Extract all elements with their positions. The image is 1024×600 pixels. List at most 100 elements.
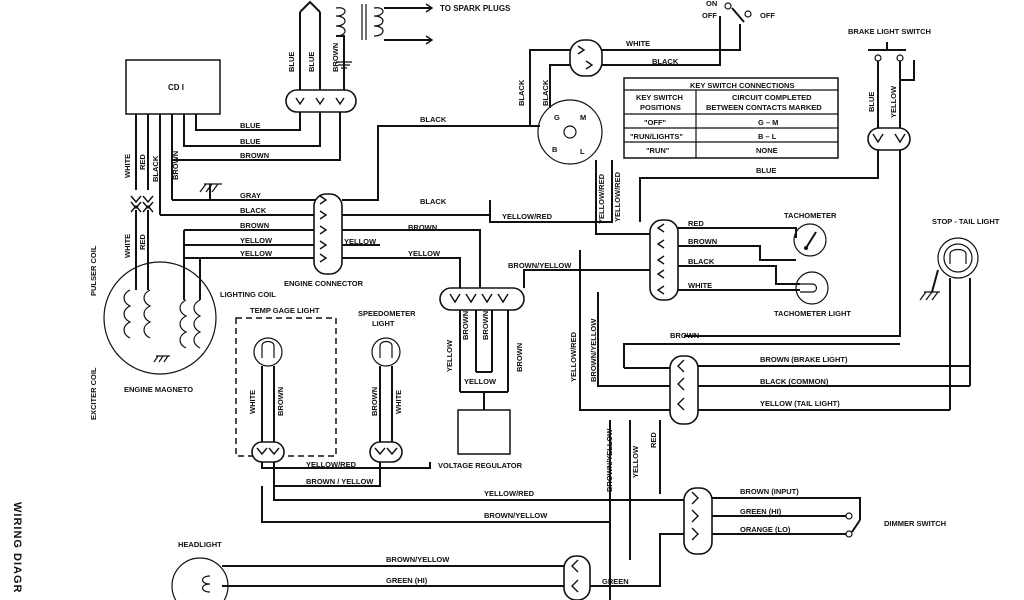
wire-label: RED <box>138 154 147 170</box>
tachometer <box>793 223 827 257</box>
wire-label: BROWN <box>461 311 470 340</box>
wire-label: YELLOW/RED <box>569 331 578 382</box>
wire-label: BLACK <box>240 206 267 215</box>
table-cell: G – M <box>758 118 778 127</box>
wire-label: YELLOW <box>240 236 273 245</box>
brake-switch-label: BRAKE LIGHT SWITCH <box>848 27 931 36</box>
wire-label: BROWN <box>688 237 717 246</box>
wire-label: BROWN <box>331 43 340 72</box>
svg-text:M: M <box>580 113 586 122</box>
tachometer-bulb <box>795 271 829 305</box>
cdi-label: CD I <box>168 83 184 92</box>
table-header: POSITIONS <box>640 103 681 112</box>
wire-label: GREEN (HI) <box>386 576 428 585</box>
spark-plugs-label: TO SPARK PLUGS <box>440 4 511 13</box>
wire-label: BLACK (COMMON) <box>760 377 829 386</box>
wire-label: GREEN (HI) <box>740 507 782 516</box>
wire-label: YELLOW <box>445 339 454 372</box>
engine-magneto <box>103 261 217 375</box>
wire-label: YELLOW <box>344 237 377 246</box>
key-off-label: OFF <box>702 11 717 20</box>
wire-label: BROWN / YELLOW <box>306 477 374 486</box>
wire-label: BROWN/YELLOW <box>484 511 548 520</box>
wire-label: BROWN <box>670 331 699 340</box>
wire-label: BROWN <box>276 387 285 416</box>
wire-label: WHITE <box>626 39 650 48</box>
wire-label: BLUE <box>756 166 776 175</box>
dimmer-switch-label: DIMMER SWITCH <box>884 519 946 528</box>
wire-label: YELLOW <box>464 377 497 386</box>
wire-label: RED <box>688 219 704 228</box>
wire-label: BLACK <box>688 257 715 266</box>
key-switch-connector <box>569 39 603 77</box>
key-off-right-label: OFF <box>760 11 775 20</box>
wire-label: YELLOW/RED <box>484 489 535 498</box>
wire-label: BROWN <box>370 387 379 416</box>
svg-text:L: L <box>580 147 585 156</box>
table-header: BETWEEN CONTACTS MARKED <box>706 103 822 112</box>
speedometer-label-2: LIGHT <box>372 319 395 328</box>
wire-label: YELLOW <box>408 249 441 258</box>
temp-gage-box <box>235 317 337 457</box>
dimmer-connector <box>683 487 713 555</box>
wire-label: BROWN (INPUT) <box>740 487 799 496</box>
temp-gage-light-label: TEMP GAGE LIGHT <box>250 306 320 315</box>
wire-label: BLUE <box>240 137 260 146</box>
wire-label: BROWN/YELLOW <box>589 318 598 382</box>
wire-label: BROWN/YELLOW <box>508 261 572 270</box>
wire-label: BLUE <box>867 92 876 112</box>
wire-label: BLACK <box>420 197 447 206</box>
table-title: KEY SWITCH CONNECTIONS <box>690 81 794 90</box>
wire-label: YELLOW/RED <box>613 171 622 222</box>
tachometer-label: TACHOMETER <box>784 211 837 220</box>
coil-connector <box>285 89 357 113</box>
wire-label: BLACK <box>541 79 550 106</box>
tachometer-light-label: TACHOMETER LIGHT <box>774 309 851 318</box>
engine-connector-label: ENGINE CONNECTOR <box>284 279 364 288</box>
voltage-regulator <box>457 409 511 455</box>
brake-switch <box>868 42 906 62</box>
wire-label: YELLOW <box>631 445 640 478</box>
wire-label: WHITE <box>688 281 712 290</box>
pulser-coil-label: PULSER COIL <box>89 245 98 296</box>
wire-label: BLUE <box>287 52 296 72</box>
key-switch: G M B L <box>537 99 603 165</box>
wire-label: YELLOW (TAIL LIGHT) <box>760 399 840 408</box>
wire-label: RED <box>138 234 147 250</box>
wire-label: YELLOW/RED <box>597 173 606 224</box>
headlight <box>171 557 229 600</box>
page-side-title: WIRING DIAGR <box>11 502 23 593</box>
brake-switch-connector <box>867 127 911 151</box>
temp-gage-connector <box>251 441 285 463</box>
dimmer-switch <box>845 512 861 538</box>
speedometer-label-1: SPEEDOMETER <box>358 309 416 318</box>
wire-label: YELLOW/RED <box>306 460 357 469</box>
wire-label: BLACK <box>517 79 526 106</box>
wire-label: BROWN (BRAKE LIGHT) <box>760 355 848 364</box>
wire-label: BROWN <box>481 311 490 340</box>
temp-gage-bulb <box>253 337 283 367</box>
tach-connector <box>649 219 679 301</box>
wire-label: BROWN <box>408 223 437 232</box>
key-on-label: ON <box>706 0 717 8</box>
wire-label: WHITE <box>123 154 132 178</box>
cdi-unit <box>125 59 221 115</box>
headlight-label: HEADLIGHT <box>178 540 222 549</box>
table-header: CIRCUIT COMPLETED <box>732 93 812 102</box>
tail-connector <box>669 355 699 425</box>
table-cell: NONE <box>756 146 778 155</box>
speedometer-connector <box>369 441 403 463</box>
exciter-coil-label: EXCITER COIL <box>89 367 98 420</box>
engine-connector <box>313 193 343 275</box>
wire-label: BLACK <box>151 155 160 182</box>
wire-label: YELLOW <box>889 85 898 118</box>
table-cell: "OFF" <box>644 118 667 127</box>
wire-label: ORANGE (LO) <box>740 525 791 534</box>
wire-label: GREEN <box>602 577 629 586</box>
wire-label: BROWN <box>171 151 180 180</box>
stop-tail-light-label: STOP - TAIL LIGHT <box>932 217 1000 226</box>
key-switch-table <box>623 77 839 159</box>
ignition-coil <box>299 0 434 45</box>
wire-label: BROWN <box>240 151 269 160</box>
